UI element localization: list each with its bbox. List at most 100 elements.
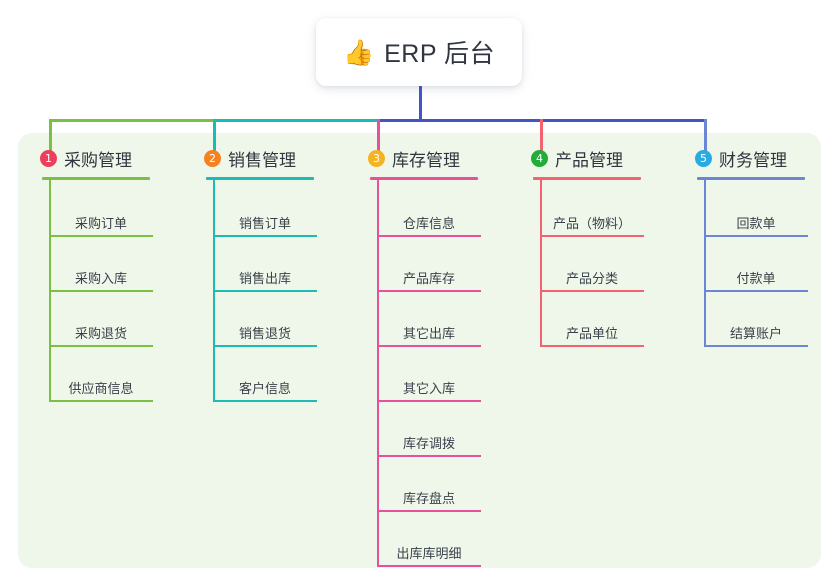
- column-header-1[interactable]: 1 采购管理: [40, 146, 132, 170]
- leaf-item[interactable]: 产品库存: [377, 271, 481, 292]
- leaf-underline: [377, 345, 481, 347]
- leaf-label: 出库库明细: [396, 546, 462, 561]
- column-2: 2 销售管理销售订单销售出库销售退货客户信息: [204, 146, 317, 402]
- diagram-panel: [18, 133, 821, 568]
- column-badge-1: 1: [40, 149, 57, 167]
- leaf-underline: [213, 290, 317, 292]
- leaf-label: 销售订单: [238, 216, 291, 231]
- leaf-item[interactable]: 仓库信息: [377, 216, 481, 237]
- leaf-item[interactable]: 出库库明细: [377, 546, 481, 567]
- drop-stub-4: [540, 119, 543, 158]
- trunk-line: [419, 86, 422, 122]
- leaf-underline: [540, 290, 644, 292]
- leaf-underline: [540, 345, 644, 347]
- leaf-item[interactable]: 采购退货: [49, 326, 153, 347]
- column-header-3[interactable]: 3 库存管理: [368, 146, 460, 170]
- column-title-5: 财务管理: [719, 150, 787, 170]
- leaf-underline: [377, 400, 481, 402]
- column-3: 3 库存管理仓库信息产品库存其它出库其它入库库存调拨库存盘点出库库明细: [368, 146, 481, 567]
- leaf-underline: [377, 455, 481, 457]
- column-title-2: 销售管理: [228, 150, 296, 170]
- drop-stub-3: [377, 119, 380, 158]
- column-badge-2: 2: [204, 149, 221, 167]
- leaf-underline: [704, 290, 808, 292]
- leaf-label: 其它入库: [402, 381, 455, 396]
- drop-stub-2: [213, 119, 216, 158]
- leaf-label: 供应商信息: [68, 381, 134, 396]
- column-underline-4: [533, 177, 641, 180]
- leaf-item[interactable]: 结算账户: [704, 326, 808, 347]
- column-badge-3: 3: [368, 149, 385, 167]
- column-spine-3: [377, 180, 379, 566]
- thumbs-up-icon: 👍: [342, 37, 375, 67]
- leaf-item[interactable]: 产品分类: [540, 271, 644, 292]
- leaf-underline: [377, 565, 481, 567]
- leaf-underline: [377, 290, 481, 292]
- leaf-label: 回款单: [736, 216, 776, 231]
- column-spine-4: [540, 180, 542, 346]
- leaf-label: 产品单位: [565, 326, 618, 341]
- leaf-label: 采购退货: [74, 326, 127, 341]
- leaf-item[interactable]: 库存盘点: [377, 491, 481, 512]
- leaf-underline: [377, 235, 481, 237]
- column-header-2[interactable]: 2 销售管理: [204, 146, 296, 170]
- column-underline-5: [697, 177, 805, 180]
- column-5: 5 财务管理回款单付款单结算账户: [695, 146, 808, 347]
- leaf-label: 库存盘点: [402, 491, 455, 506]
- root-title-card[interactable]: 👍 ERP 后台: [316, 18, 522, 86]
- leaf-underline: [704, 345, 808, 347]
- leaf-item[interactable]: 回款单: [704, 216, 808, 237]
- drop-stub-1: [49, 119, 52, 158]
- column-badge-5: 5: [695, 149, 712, 167]
- leaf-underline: [704, 235, 808, 237]
- leaf-underline: [377, 510, 481, 512]
- column-underline-3: [370, 177, 478, 180]
- leaf-item[interactable]: 产品单位: [540, 326, 644, 347]
- bus-segment-2: [213, 119, 380, 122]
- leaf-label: 结算账户: [729, 326, 782, 341]
- column-title-4: 产品管理: [555, 150, 623, 170]
- drop-stub-5: [704, 119, 707, 158]
- leaf-item[interactable]: 付款单: [704, 271, 808, 292]
- column-title-1: 采购管理: [64, 150, 132, 170]
- leaf-label: 产品分类: [565, 271, 618, 286]
- column-1: 1 采购管理采购订单采购入库采购退货供应商信息: [40, 146, 153, 402]
- column-underline-1: [42, 177, 150, 180]
- leaf-item[interactable]: 其它出库: [377, 326, 481, 347]
- bus-segment-4: [540, 119, 707, 122]
- leaf-underline: [213, 345, 317, 347]
- bus-segment-3: [377, 119, 543, 122]
- bus-segment-1: [49, 119, 216, 122]
- leaf-item[interactable]: 采购入库: [49, 271, 153, 292]
- page-title: ERP 后台: [384, 40, 496, 68]
- column-title-3: 库存管理: [392, 150, 460, 170]
- leaf-item[interactable]: 销售订单: [213, 216, 317, 237]
- leaf-item[interactable]: 客户信息: [213, 381, 317, 402]
- column-underline-2: [206, 177, 314, 180]
- leaf-underline: [49, 235, 153, 237]
- leaf-item[interactable]: 采购订单: [49, 216, 153, 237]
- leaf-item[interactable]: 供应商信息: [49, 381, 153, 402]
- column-spine-5: [704, 180, 706, 346]
- leaf-label: 产品（物料）: [552, 216, 631, 231]
- leaf-label: 库存调拨: [402, 436, 455, 451]
- leaf-label: 付款单: [736, 271, 776, 286]
- column-header-5[interactable]: 5 财务管理: [695, 146, 787, 170]
- leaf-item[interactable]: 销售出库: [213, 271, 317, 292]
- leaf-underline: [213, 400, 317, 402]
- leaf-label: 销售出库: [238, 271, 291, 286]
- leaf-underline: [49, 345, 153, 347]
- leaf-label: 销售退货: [238, 326, 291, 341]
- leaf-item[interactable]: 库存调拨: [377, 436, 481, 457]
- leaf-underline: [213, 235, 317, 237]
- leaf-item[interactable]: 销售退货: [213, 326, 317, 347]
- leaf-label: 采购订单: [74, 216, 127, 231]
- leaf-item[interactable]: 产品（物料）: [540, 216, 644, 237]
- leaf-item[interactable]: 其它入库: [377, 381, 481, 402]
- leaf-underline: [540, 235, 644, 237]
- leaf-label: 客户信息: [238, 381, 291, 396]
- leaf-label: 其它出库: [402, 326, 455, 341]
